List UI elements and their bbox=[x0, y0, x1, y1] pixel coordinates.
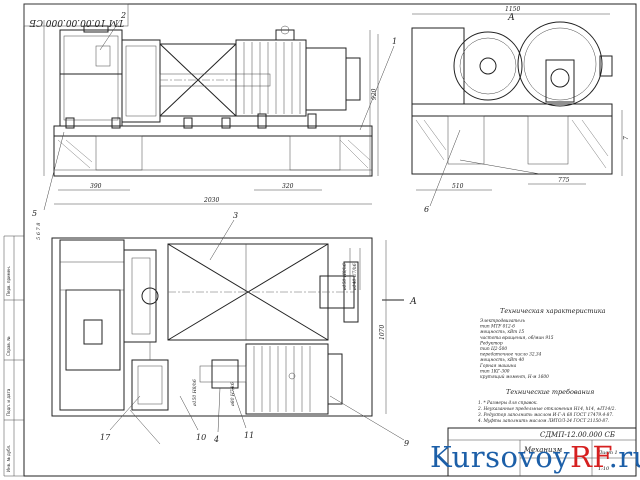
tech-spec-line-6: передаточное число 32,34 bbox=[480, 353, 542, 358]
rotated-stamp: ТМ 10.00.00.000 СБ bbox=[29, 17, 124, 27]
shaft-dim-2: ø150 H8/h6 bbox=[192, 379, 198, 407]
callout-4: 4 bbox=[213, 435, 219, 444]
callout-11: 11 bbox=[244, 431, 254, 440]
dim-1070: 1070 bbox=[379, 325, 386, 340]
tech-spec-line-0: Электродвигатель bbox=[480, 319, 526, 324]
tech-specs-title: Техническая характеристика bbox=[500, 307, 606, 315]
tech-req-line-1: 2. Неуказанные предельные отклонения Н14… bbox=[477, 407, 616, 412]
tech-req-line-3: 4. Муфты заполнить маслом ЛИТОЛ-24 ГОСТ … bbox=[477, 419, 609, 424]
tech-spec-line-5: тип Ц2-500 bbox=[480, 347, 507, 352]
callout-6: 6 bbox=[424, 205, 429, 214]
callout-2: 2 bbox=[120, 11, 126, 20]
tech-spec-line-8: Горная машина bbox=[479, 364, 517, 369]
frame-label-2: Справ. № bbox=[6, 337, 11, 356]
title-block: СДМП-12.00.000 СБ Механизм Лист 1 1:10 bbox=[447, 427, 637, 477]
frame-label-3: Подп. и дата bbox=[6, 388, 11, 416]
tech-spec-line-10: крутящий момент, Н·м 1600 bbox=[480, 375, 549, 380]
shaft-dim-1: ø140 U7/h6 bbox=[352, 263, 358, 291]
dim-320: 320 bbox=[282, 183, 294, 190]
title-name: Механизм bbox=[523, 446, 562, 454]
plan-section-label: А bbox=[409, 297, 417, 307]
dim-left-stack: 5 6 7 8 bbox=[36, 223, 42, 241]
dim-510: 510 bbox=[452, 183, 464, 190]
watermark-part-1: Kursovoy bbox=[430, 440, 571, 474]
tech-req-line-2: 3. Редуктор заполнить маслом И-Г-А 68 ГО… bbox=[478, 413, 614, 418]
watermark-part-3: .ru bbox=[608, 440, 640, 474]
dim-390: 390 bbox=[90, 183, 102, 190]
tech-specs: Техническая характеристика Электродвигат… bbox=[479, 307, 606, 380]
watermark-part-2: RF bbox=[570, 440, 609, 474]
callout-1: 1 bbox=[392, 37, 397, 46]
dim-2030: 2030 bbox=[203, 197, 219, 204]
side-view: А 1150 510 775 7 6 bbox=[411, 6, 630, 214]
shaft-dim-0: ø150 H8/h6 bbox=[342, 263, 348, 291]
title-code: СДМП-12.00.000 СБ bbox=[540, 431, 615, 439]
frame-label-1: Перв. примен. bbox=[6, 266, 11, 296]
sheet-border bbox=[23, 3, 637, 477]
dim-775: 775 bbox=[558, 177, 570, 184]
frame-label-4: Инв. № дубл. bbox=[6, 445, 11, 472]
callout-17: 17 bbox=[100, 433, 111, 442]
tech-req-line-0: 1. * Размеры для справок. bbox=[478, 401, 538, 406]
side-section-label: А bbox=[507, 13, 515, 23]
tech-req-title: Технические требования bbox=[506, 388, 594, 396]
tech-spec-line-7: мощность, кВт 40 bbox=[480, 358, 524, 363]
watermark-logo: KursovoyRF.ru bbox=[430, 440, 640, 476]
side-dim-right: 7 bbox=[623, 136, 630, 140]
callout-10: 10 bbox=[196, 433, 206, 442]
callout-9: 9 bbox=[404, 439, 409, 448]
shaft-dim-3: ø80 H7/k6 bbox=[230, 382, 236, 407]
callout-5: 5 bbox=[32, 209, 37, 218]
rotated-stamp-box bbox=[23, 3, 129, 27]
front-view: 390 320 2030 920 2 1 5 5 6 7 8 bbox=[32, 11, 397, 240]
dim-1150: 1150 bbox=[505, 6, 520, 13]
title-scale: 1:10 bbox=[598, 466, 610, 472]
tech-spec-line-4: Редуктор bbox=[479, 341, 503, 346]
tech-spec-line-1: тип МТF 012-6 bbox=[480, 325, 515, 330]
tech-spec-line-3: частота вращения, об/мин 915 bbox=[480, 336, 554, 341]
left-frame-strip: Перв. примен. Справ. № Подп. и дата Инв.… bbox=[3, 235, 24, 477]
tech-requirements: Технические требования 1. * Размеры для … bbox=[477, 388, 616, 424]
callout-3: 3 bbox=[233, 211, 238, 220]
tech-spec-line-9: тип 1КГ-300 bbox=[480, 369, 510, 374]
title-sheet: Лист 1 bbox=[597, 450, 618, 456]
plan-view: ø150 H8/h6 ø140 U7/h6 ø150 H8/h6 ø80 H7/… bbox=[51, 211, 417, 448]
tech-spec-line-2: мощность, кВт 15 bbox=[480, 330, 524, 335]
